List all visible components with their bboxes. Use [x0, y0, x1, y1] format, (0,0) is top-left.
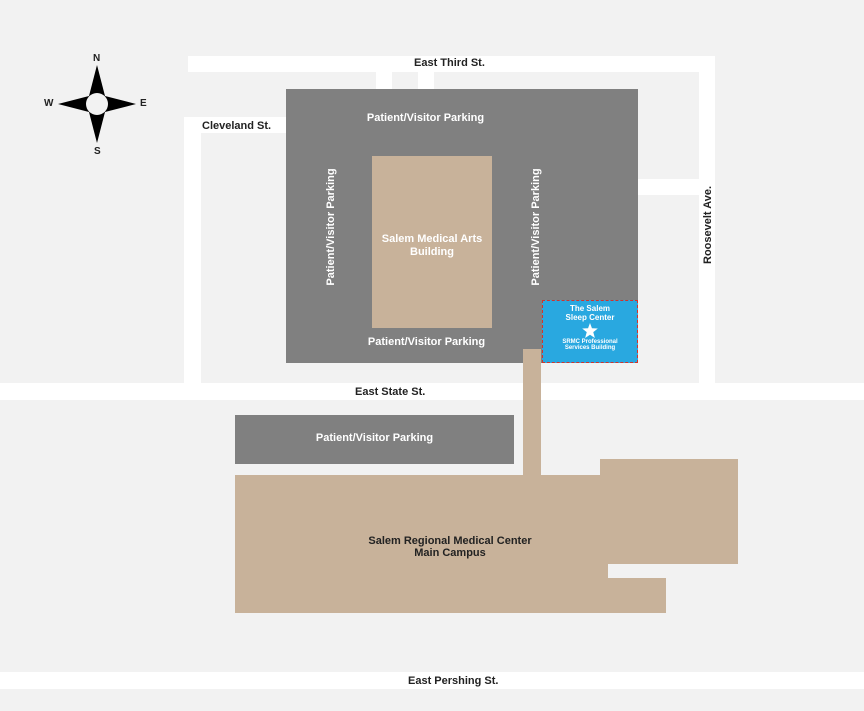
compass-label-w: W — [44, 98, 54, 109]
building-medical-arts-label-line2: Building — [410, 246, 454, 258]
road-cleveland-vertical — [184, 117, 201, 386]
sleep-center-subtitle-line1: SRMC Professional — [562, 339, 618, 345]
parking-label-bottom: Patient/Visitor Parking — [367, 336, 486, 348]
street-label-east-state: East State St. — [355, 386, 426, 398]
sleep-center[interactable]: The Salem Sleep Center SRMC Professional… — [542, 300, 638, 363]
parking-label-top: Patient/Visitor Parking — [366, 112, 485, 124]
star-icon — [582, 323, 598, 338]
compass-rose-icon — [58, 65, 136, 143]
parking-lot-south — [235, 415, 514, 464]
street-label-east-pershing: East Pershing St. — [408, 675, 499, 687]
road-east-third — [188, 56, 715, 72]
street-label-east-third: East Third St. — [414, 57, 485, 69]
building-main-campus-label-line2: Main Campus — [414, 547, 486, 559]
road-cleveland — [184, 117, 288, 133]
compass-label-n: N — [93, 53, 101, 64]
sleep-center-title-line1: The Salem — [569, 304, 610, 313]
road-connector-top-2 — [418, 56, 434, 90]
walkway-connector — [523, 349, 541, 477]
road-east-state — [0, 383, 864, 400]
compass-label-e: E — [140, 98, 147, 109]
road-east-pershing — [0, 672, 864, 689]
building-medical-arts — [372, 156, 492, 328]
compass-label-s: S — [94, 146, 101, 157]
building-medical-arts-label-line1: Salem Medical Arts — [381, 233, 483, 245]
sleep-center-subtitle-line2: Services Building — [564, 345, 616, 351]
road-roosevelt — [699, 56, 715, 386]
parking-label-south-lot: Patient/Visitor Parking — [315, 432, 434, 444]
road-connector-top — [376, 56, 392, 90]
building-main-campus-label: Salem Regional Medical Center Main Campu… — [300, 535, 600, 559]
sleep-center-title-line2: Sleep Center — [565, 313, 615, 322]
street-label-cleveland: Cleveland St. — [202, 120, 272, 132]
road-connector-right — [638, 179, 700, 195]
building-medical-arts-label: Salem Medical Arts Building — [372, 233, 492, 258]
building-main-campus-label-line1: Salem Regional Medical Center — [368, 535, 532, 547]
